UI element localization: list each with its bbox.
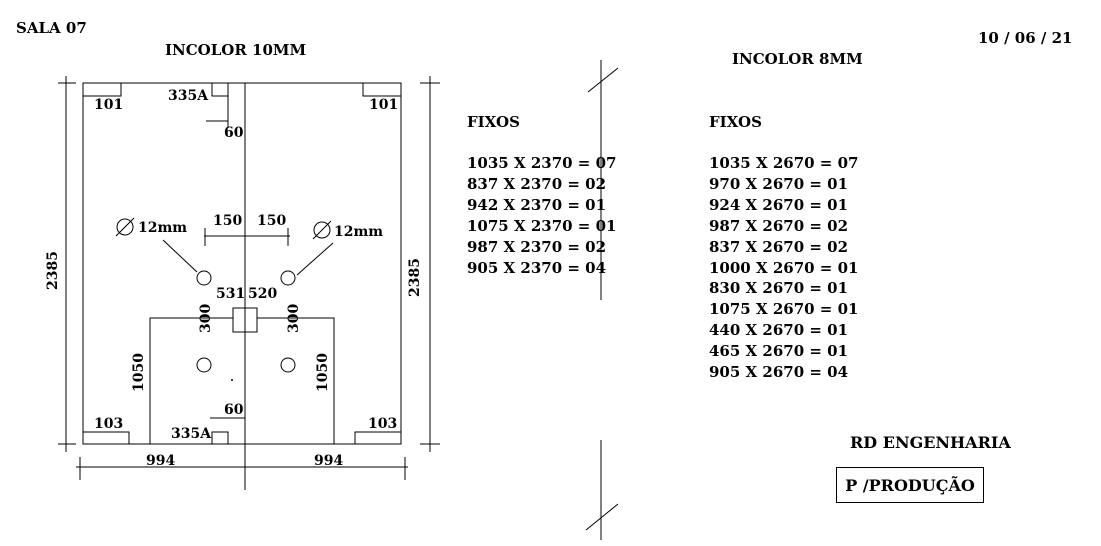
label-hole-dia-right: 12mm: [334, 224, 383, 240]
label-fitting-top-right: 101: [369, 97, 398, 113]
list-item: 837 X 2670 = 02: [709, 237, 849, 256]
label-lower-right: 1050: [315, 353, 331, 392]
company-name: RD ENGENHARIA: [850, 433, 1011, 452]
label-fitting-top-center: 335A: [168, 88, 209, 104]
hole-upper-left: [196, 270, 212, 286]
list-item: 465 X 2670 = 01: [709, 342, 849, 361]
label-center-right: 520: [248, 286, 277, 302]
label-width-left: 994: [146, 453, 175, 469]
fixed-10mm-list: 1035 X 2370 = 07 837 X 2370 = 02 942 X 2…: [467, 153, 617, 279]
list-item: 440 X 2670 = 01: [709, 321, 849, 340]
label-hole-spacing-left: 150: [213, 213, 242, 229]
label-lower-left: 1050: [131, 353, 147, 392]
label-fitting-top-left: 101: [94, 97, 123, 113]
production-stamp: P /PRODUÇÃO: [836, 467, 984, 503]
label-hole-dia-left: 12mm: [138, 220, 187, 236]
label-hole-spacing-right: 150: [257, 213, 286, 229]
label-height-left: 2385: [45, 251, 61, 290]
list-item: 1035 X 2670 = 07: [709, 154, 859, 172]
label-fitting-bottom-right: 103: [368, 416, 397, 432]
list-item: 830 X 2670 = 01: [709, 279, 849, 298]
list-item: 970 X 2670 = 01: [709, 174, 849, 193]
room-label: SALA 07: [16, 19, 87, 37]
list-item: 1075 X 2670 = 01: [709, 300, 859, 319]
fixed-8mm-heading: FIXOS: [709, 113, 762, 131]
fitting-bottom-right: [354, 431, 401, 444]
bracket-right: [257, 317, 335, 444]
list-item: 1035 X 2370 = 07: [467, 154, 617, 172]
list-item: 1075 X 2370 = 01: [467, 217, 617, 235]
fixed-8mm-list: 1035 X 2670 = 07 970 X 2670 = 01 924 X 2…: [709, 153, 859, 383]
fitting-top-left: [83, 83, 122, 97]
right-title: INCOLOR 8MM: [732, 50, 863, 68]
label-mid-right: 300: [286, 304, 302, 333]
glass-outline: [82, 82, 402, 445]
label-mid-left: 300: [198, 304, 214, 333]
hole-lower-right: [280, 357, 296, 373]
fitting-top-right: [362, 83, 401, 97]
fitting-top-center: [211, 83, 229, 97]
list-item: 905 X 2370 = 04: [467, 259, 607, 277]
hole-upper-right: [280, 270, 296, 286]
list-item: 942 X 2370 = 01: [467, 196, 607, 214]
left-title: INCOLOR 10MM: [165, 41, 307, 59]
fixed-10mm-heading: FIXOS: [467, 113, 520, 131]
list-item: 837 X 2370 = 02: [467, 175, 607, 193]
fitting-bottom-center: [211, 431, 229, 444]
list-item: 905 X 2670 = 04: [709, 363, 849, 382]
lock-square: [232, 307, 258, 333]
list-item: 987 X 2670 = 02: [709, 216, 849, 235]
label-bottom-offset: 60: [224, 402, 244, 418]
label-center-left: 531: [216, 286, 245, 302]
list-item: 987 X 2370 = 02: [467, 238, 607, 256]
bracket-left: [149, 317, 233, 444]
label-top-offset: 60: [224, 125, 244, 141]
fitting-bottom-left: [83, 431, 130, 444]
hole-lower-left: [196, 357, 212, 373]
label-height-right: 2385: [407, 258, 423, 297]
date-label: 10 / 06 / 21: [978, 29, 1073, 47]
label-fitting-bottom-left: 103: [94, 416, 123, 432]
label-fitting-bottom-center: 335A: [171, 426, 212, 442]
list-item: 924 X 2670 = 01: [709, 195, 849, 214]
production-stamp-label: P /PRODUÇÃO: [845, 475, 975, 495]
label-width-right: 994: [314, 453, 343, 469]
list-item: 1000 X 2670 = 01: [709, 258, 859, 277]
